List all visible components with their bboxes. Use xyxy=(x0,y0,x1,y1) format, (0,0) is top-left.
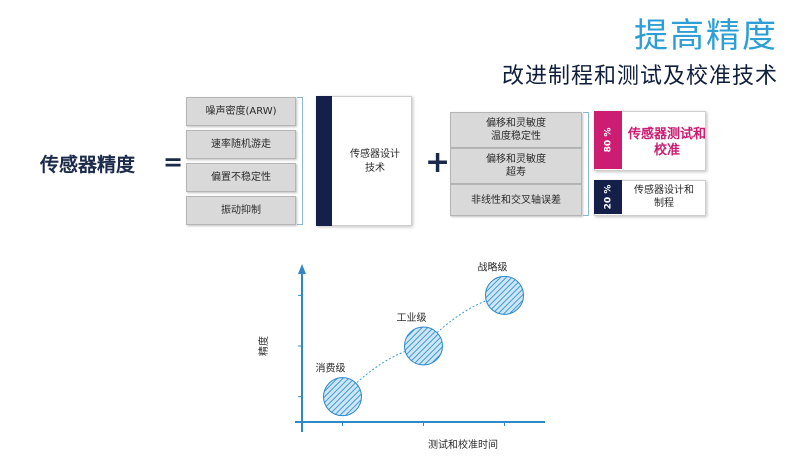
share-label-design: 传感器设计和 制程 xyxy=(634,185,694,209)
error-item: 速率随机游走 xyxy=(186,130,296,159)
error-item: 噪声密度(ARW) xyxy=(186,97,296,126)
plus-sign: + xyxy=(425,145,451,180)
share-bar-calibration: 80 % xyxy=(594,111,622,169)
point-label: 消费级 xyxy=(316,362,346,375)
middle-item: 偏移和灵敏度 超寿 xyxy=(450,148,582,184)
group-bracket xyxy=(297,97,303,225)
data-point xyxy=(323,377,362,417)
accuracy-chart: 消费级 工业级 战略级 精度 测试和校准时间 xyxy=(257,262,545,451)
y-axis-arrow xyxy=(298,264,306,274)
page-title: 提高精度 xyxy=(634,16,778,56)
share-label-calibration: 传感器测试和 校准 xyxy=(627,127,706,158)
point-label: 战略级 xyxy=(478,262,508,273)
design-box-bar xyxy=(316,96,332,226)
equals-sign: = xyxy=(163,148,184,176)
group-bracket xyxy=(583,112,589,216)
middle-item: 非线性和交叉轴误差 xyxy=(450,184,582,216)
error-item: 振动抑制 xyxy=(186,196,296,225)
x-axis-label: 测试和校准时间 xyxy=(428,438,498,451)
share-percent: 20 % xyxy=(603,184,613,210)
y-axis-label: 精度 xyxy=(257,336,270,356)
share-bar-design: 20 % xyxy=(594,180,622,214)
design-box xyxy=(316,96,412,226)
data-point xyxy=(485,275,524,315)
middle-item: 偏移和灵敏度 温度稳定性 xyxy=(450,112,582,148)
error-item: 偏置不稳定性 xyxy=(186,163,296,192)
equation-lhs: 传感器精度 xyxy=(40,154,136,176)
point-label: 工业级 xyxy=(397,312,427,324)
data-point xyxy=(404,326,443,366)
page-subtitle: 改进制程和测试及校准技术 xyxy=(501,64,778,89)
design-box-label: 传感器设计 技术 xyxy=(350,149,400,174)
share-percent: 80 % xyxy=(603,127,613,153)
